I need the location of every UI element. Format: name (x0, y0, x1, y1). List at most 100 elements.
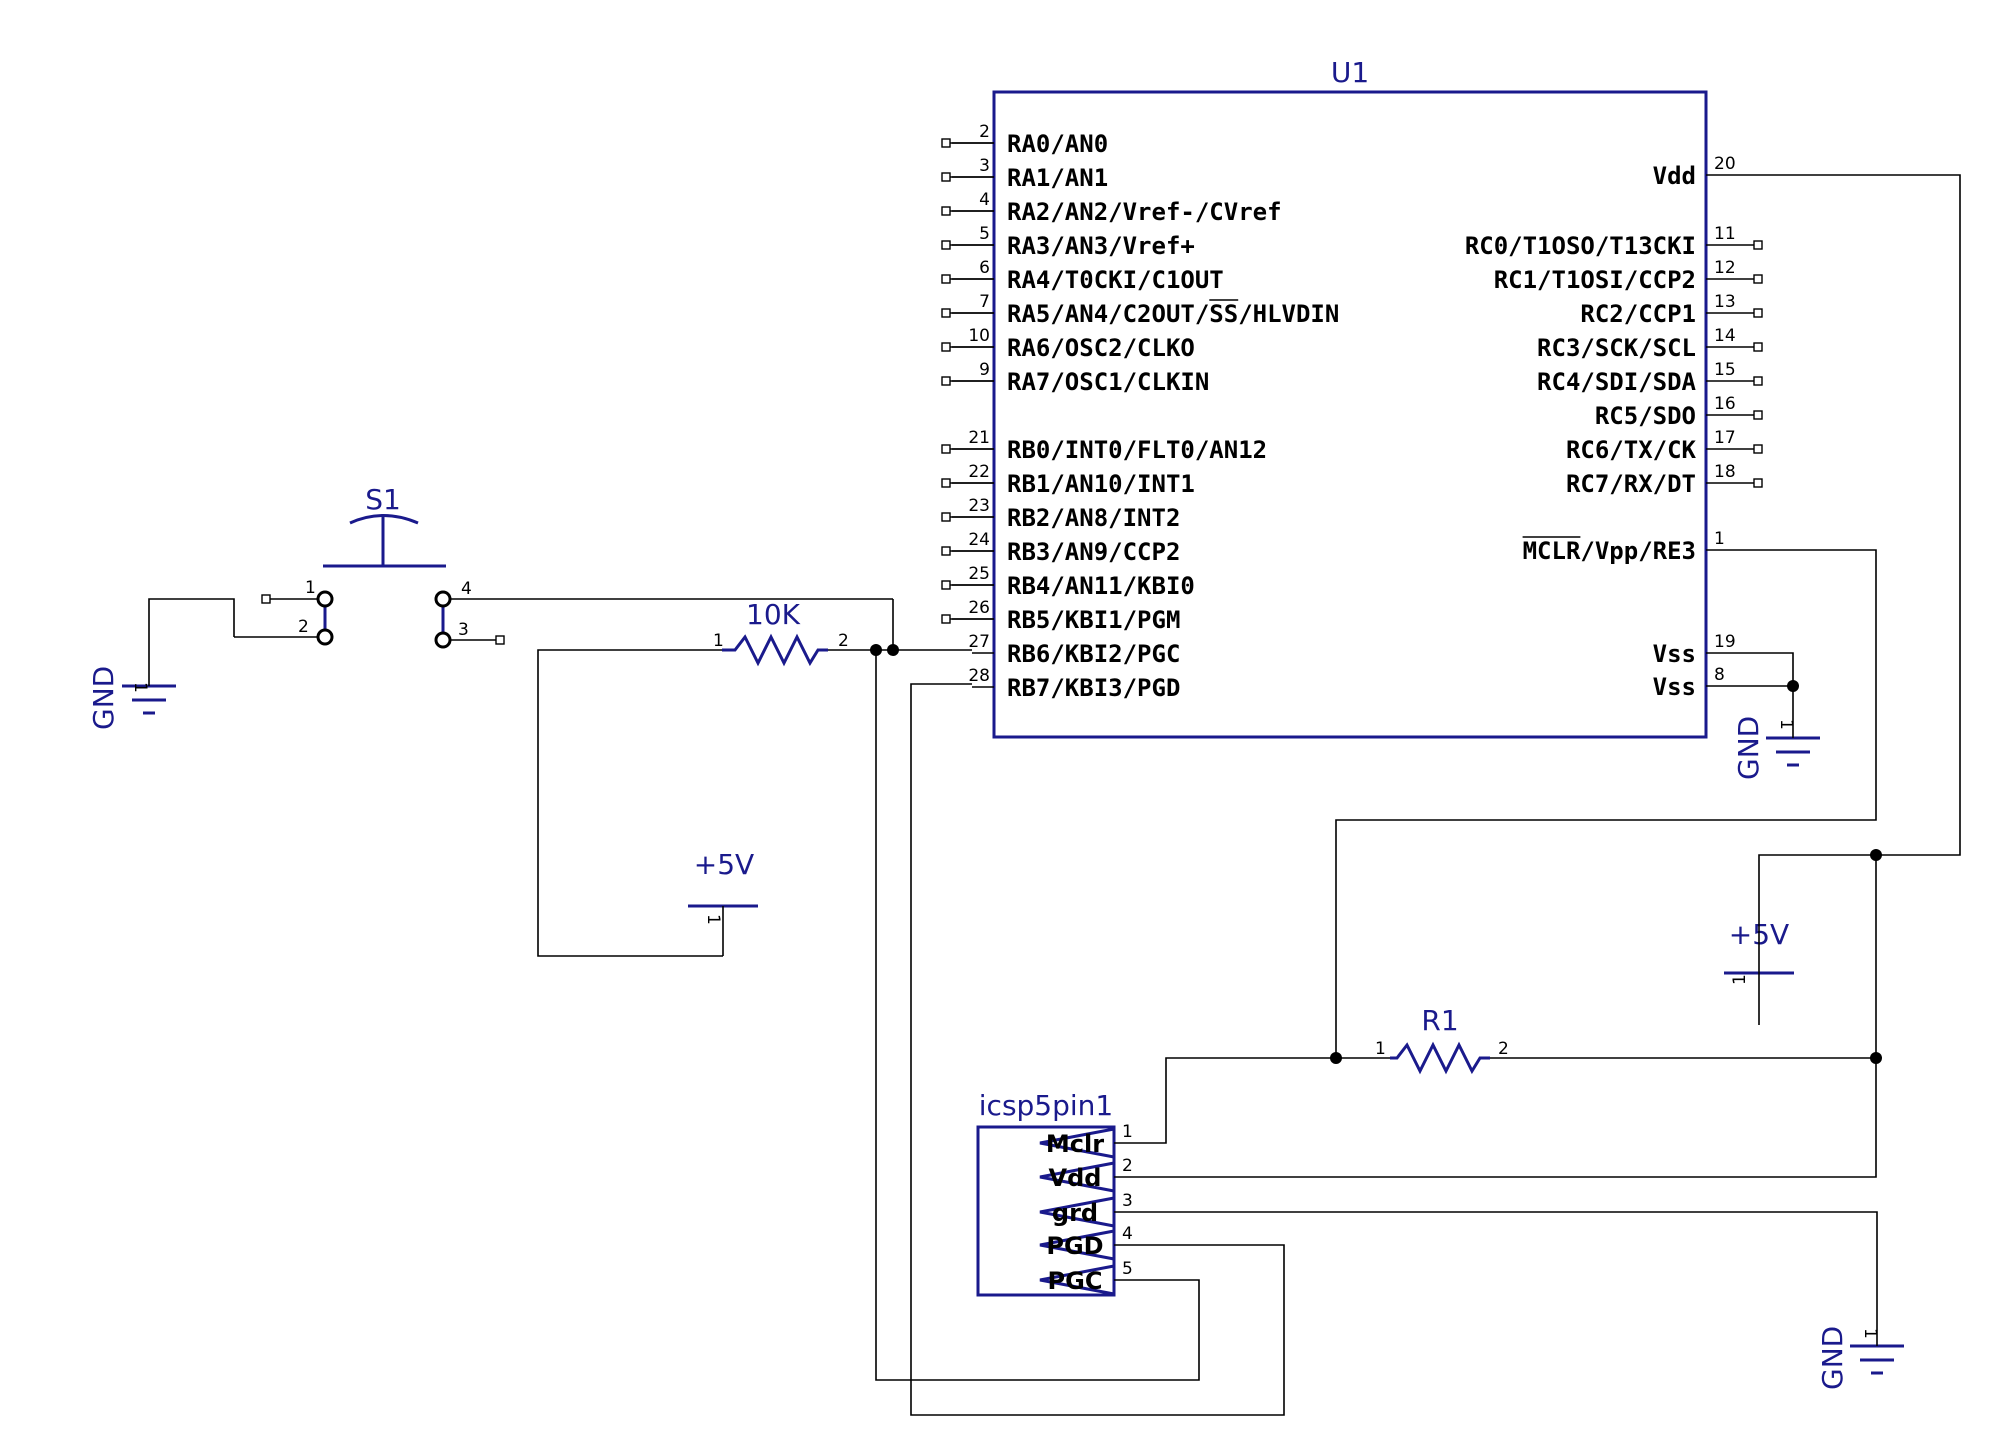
u1-pin-name: RA4/T0CKI/C1OUT (1007, 266, 1224, 294)
u1-pin-name: RC6/TX/CK (1566, 436, 1697, 464)
icsp-pin-number: 4 (1122, 1224, 1133, 1244)
gnd-symbol-vss: GND 1 (1732, 716, 1820, 780)
u1-pin-terminal[interactable] (1753, 308, 1763, 318)
u1-pin-terminal[interactable] (941, 546, 951, 556)
wire-gnd-s1 (148, 598, 235, 686)
u1-pin-5[interactable]: 5 RA3/AN3/Vref+ (941, 224, 1195, 260)
u1-pin-terminal[interactable] (1753, 410, 1763, 420)
u1-pin-terminal[interactable] (941, 172, 951, 182)
res-r1-pin-num-2: 2 (1498, 1039, 1509, 1059)
res-r1-zigzag (1390, 1041, 1490, 1075)
u1-pin-name: RC4/SDI/SDA (1537, 368, 1696, 396)
s1-pin-num-2: 2 (298, 617, 309, 637)
u1-pin-name: RB0/INT0/FLT0/AN12 (1007, 436, 1267, 464)
u1-pin-terminal[interactable] (941, 240, 951, 250)
gnd-bottom-label: GND (1816, 1326, 1849, 1390)
u1-pin-terminal[interactable] (1753, 274, 1763, 284)
wire-vdd (1760, 174, 1961, 856)
u1-pin-terminal[interactable] (1753, 342, 1763, 352)
u1-pin-terminal[interactable] (1753, 376, 1763, 386)
gnd-symbol-left: GND 1 (87, 666, 176, 730)
u1-pin-terminal[interactable] (941, 444, 951, 454)
u1-pin-terminal[interactable] (941, 308, 951, 318)
junctions (870, 644, 1882, 1064)
u1-pin-name: RB5/KBI1/PGM (1007, 606, 1180, 634)
s1-switch[interactable]: S1 1 2 4 3 (234, 483, 893, 649)
u1-pin-terminal[interactable] (941, 342, 951, 352)
u1-pin-terminal[interactable] (1753, 240, 1763, 250)
u1-pin-name: RC1/T1OSI/CCP2 (1494, 266, 1696, 294)
u1-pin-terminal[interactable] (941, 580, 951, 590)
u1-pin-number: 5 (979, 224, 990, 244)
u1-pin-number: 4 (979, 190, 990, 210)
u1-pin-terminal[interactable] (941, 138, 951, 148)
u1-pin-number: 8 (1714, 665, 1725, 685)
u1-pin-name: RA3/AN3/Vref+ (1007, 232, 1195, 260)
u1-pin-number: 7 (979, 292, 990, 312)
s1-pin-num-3: 3 (458, 620, 469, 640)
s1-contact-1 (316, 590, 334, 608)
resistor-r1[interactable]: R1 1 2 (1336, 1004, 1509, 1075)
icsp-pin-number: 1 (1122, 1122, 1133, 1142)
junction-rb6-a (870, 644, 882, 656)
u1-pin-terminal[interactable] (941, 512, 951, 522)
resistor-10k[interactable]: 10K 1 2 (713, 598, 876, 667)
s1-pin3-terminal[interactable] (495, 635, 505, 645)
junction-r1-left (1330, 1052, 1342, 1064)
icsp-pin-contact (1039, 1264, 1115, 1296)
icsp-pin-name: grd (1052, 1199, 1098, 1227)
u1-pin-number: 24 (968, 530, 990, 550)
s1-pin1-terminal[interactable] (261, 594, 271, 604)
u1-pin-number: 19 (1714, 632, 1736, 652)
u1-pin-terminal[interactable] (1753, 478, 1763, 488)
u1-pin-number: 13 (1714, 292, 1736, 312)
junction-vdd (1870, 849, 1882, 861)
u1-pin-terminal[interactable] (941, 376, 951, 386)
res-10k-pin-num-2: 2 (838, 631, 849, 651)
u1-pin-terminal[interactable] (941, 614, 951, 624)
u1-pin-terminal[interactable] (941, 274, 951, 284)
s1-contact-2 (316, 628, 334, 646)
s1-pin-num-4: 4 (461, 579, 472, 599)
u1-pin-number: 28 (968, 666, 990, 686)
u1-pin-terminal[interactable] (941, 206, 951, 216)
icsp-pin-contact (1039, 1196, 1115, 1228)
u1-pin-terminal[interactable] (941, 478, 951, 488)
u1-pin-terminal[interactable] (1753, 444, 1763, 454)
